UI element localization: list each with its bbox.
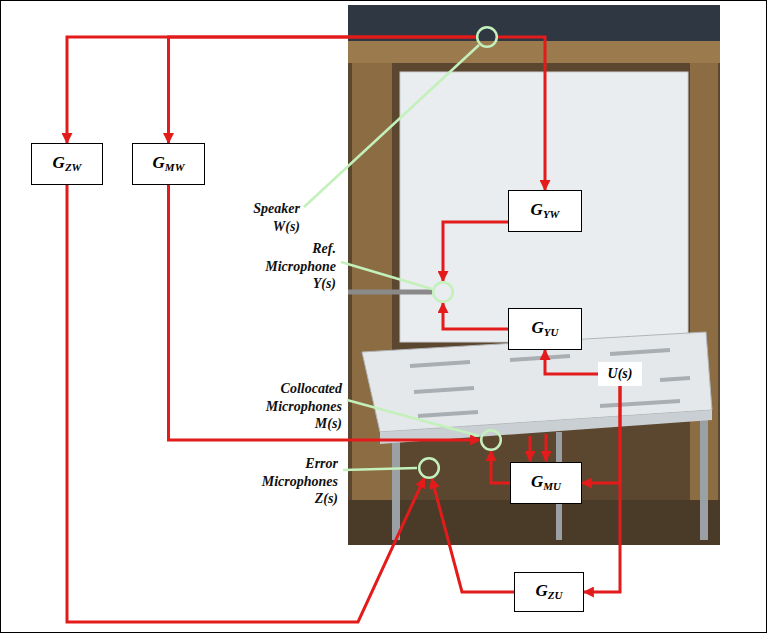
panel-slot: [600, 401, 680, 406]
wooden-post: [690, 63, 718, 545]
signal-arrow: [584, 386, 620, 592]
leader-line: [343, 468, 417, 470]
sensor-marker: Speaker W(s): [476, 26, 498, 48]
sensor-label: Collocated Microphones M(s): [266, 380, 342, 433]
lab-photo: [348, 5, 720, 545]
wooden-post: [352, 63, 392, 545]
microphone-boom: [348, 290, 432, 295]
transfer-function-box: GYW: [508, 190, 582, 232]
panel-slot: [610, 350, 670, 354]
transfer-function-name: GMW: [153, 153, 185, 174]
sensor-circle-shape: [480, 429, 502, 451]
sensor-label: Error Microphones Z(s): [262, 455, 338, 508]
sensor-circle: [433, 282, 453, 302]
signal-arrow: [169, 37, 477, 143]
sensor-marker: Ref. Microphone Y(s): [432, 281, 454, 303]
transfer-function-box: GYU: [508, 308, 582, 350]
sensor-marker: Error Microphones Z(s): [418, 457, 440, 479]
leader-line: [347, 400, 479, 436]
transfer-function-box: GMU: [510, 462, 582, 504]
signal-arrow: [443, 303, 508, 329]
sensor-circle: [419, 458, 439, 478]
actuator-arrow: [529, 436, 532, 461]
table-leg: [392, 440, 400, 540]
wooden-beam: [348, 41, 720, 63]
sensor-circle: [481, 430, 501, 450]
leader-line: [341, 262, 432, 289]
sensor-circle-shape: [418, 457, 440, 479]
panel-slot: [660, 378, 690, 380]
control-input-tag: U(s): [598, 362, 642, 386]
transfer-function-name: GYW: [531, 200, 560, 221]
actuator-arrows: [530, 434, 546, 461]
panel-slot: [418, 412, 478, 416]
photo-background: [348, 5, 720, 545]
transfer-function-name: GYU: [532, 318, 559, 339]
signal-arrow: [491, 451, 510, 483]
transfer-function-box: GZU: [514, 572, 584, 612]
transfer-function-name: GZW: [53, 153, 82, 174]
sensor-label: Speaker W(s): [253, 200, 300, 235]
signal-arrow: [67, 37, 476, 143]
sensor-circle: [477, 27, 497, 47]
leader-line: [304, 45, 479, 207]
panel-slot: [410, 362, 470, 366]
signal-arrow: [443, 222, 508, 281]
signal-arrow: [432, 479, 514, 592]
signal-name: U(s): [608, 366, 633, 382]
signal-arrow: [498, 37, 545, 190]
panel-slot: [510, 356, 570, 360]
signal-arrow: [169, 185, 481, 440]
sensor-circle-shape: [432, 281, 454, 303]
sensor-circle-shape: [476, 26, 498, 48]
sensor-marker: Collocated Microphones M(s): [480, 429, 502, 451]
signal-arrow: [67, 185, 424, 622]
table-leg: [700, 416, 708, 540]
sensor-label: Ref. Microphone Y(s): [265, 240, 336, 293]
transfer-function-name: GZU: [536, 581, 563, 602]
transfer-function-box: GZW: [31, 143, 103, 185]
actuator-arrow: [545, 434, 548, 461]
signal-arrow: [545, 350, 598, 374]
panel-slot: [414, 388, 474, 392]
transfer-function-box: GMW: [132, 143, 205, 185]
transfer-function-name: GMU: [531, 472, 561, 493]
signal-arrow: [582, 386, 620, 483]
